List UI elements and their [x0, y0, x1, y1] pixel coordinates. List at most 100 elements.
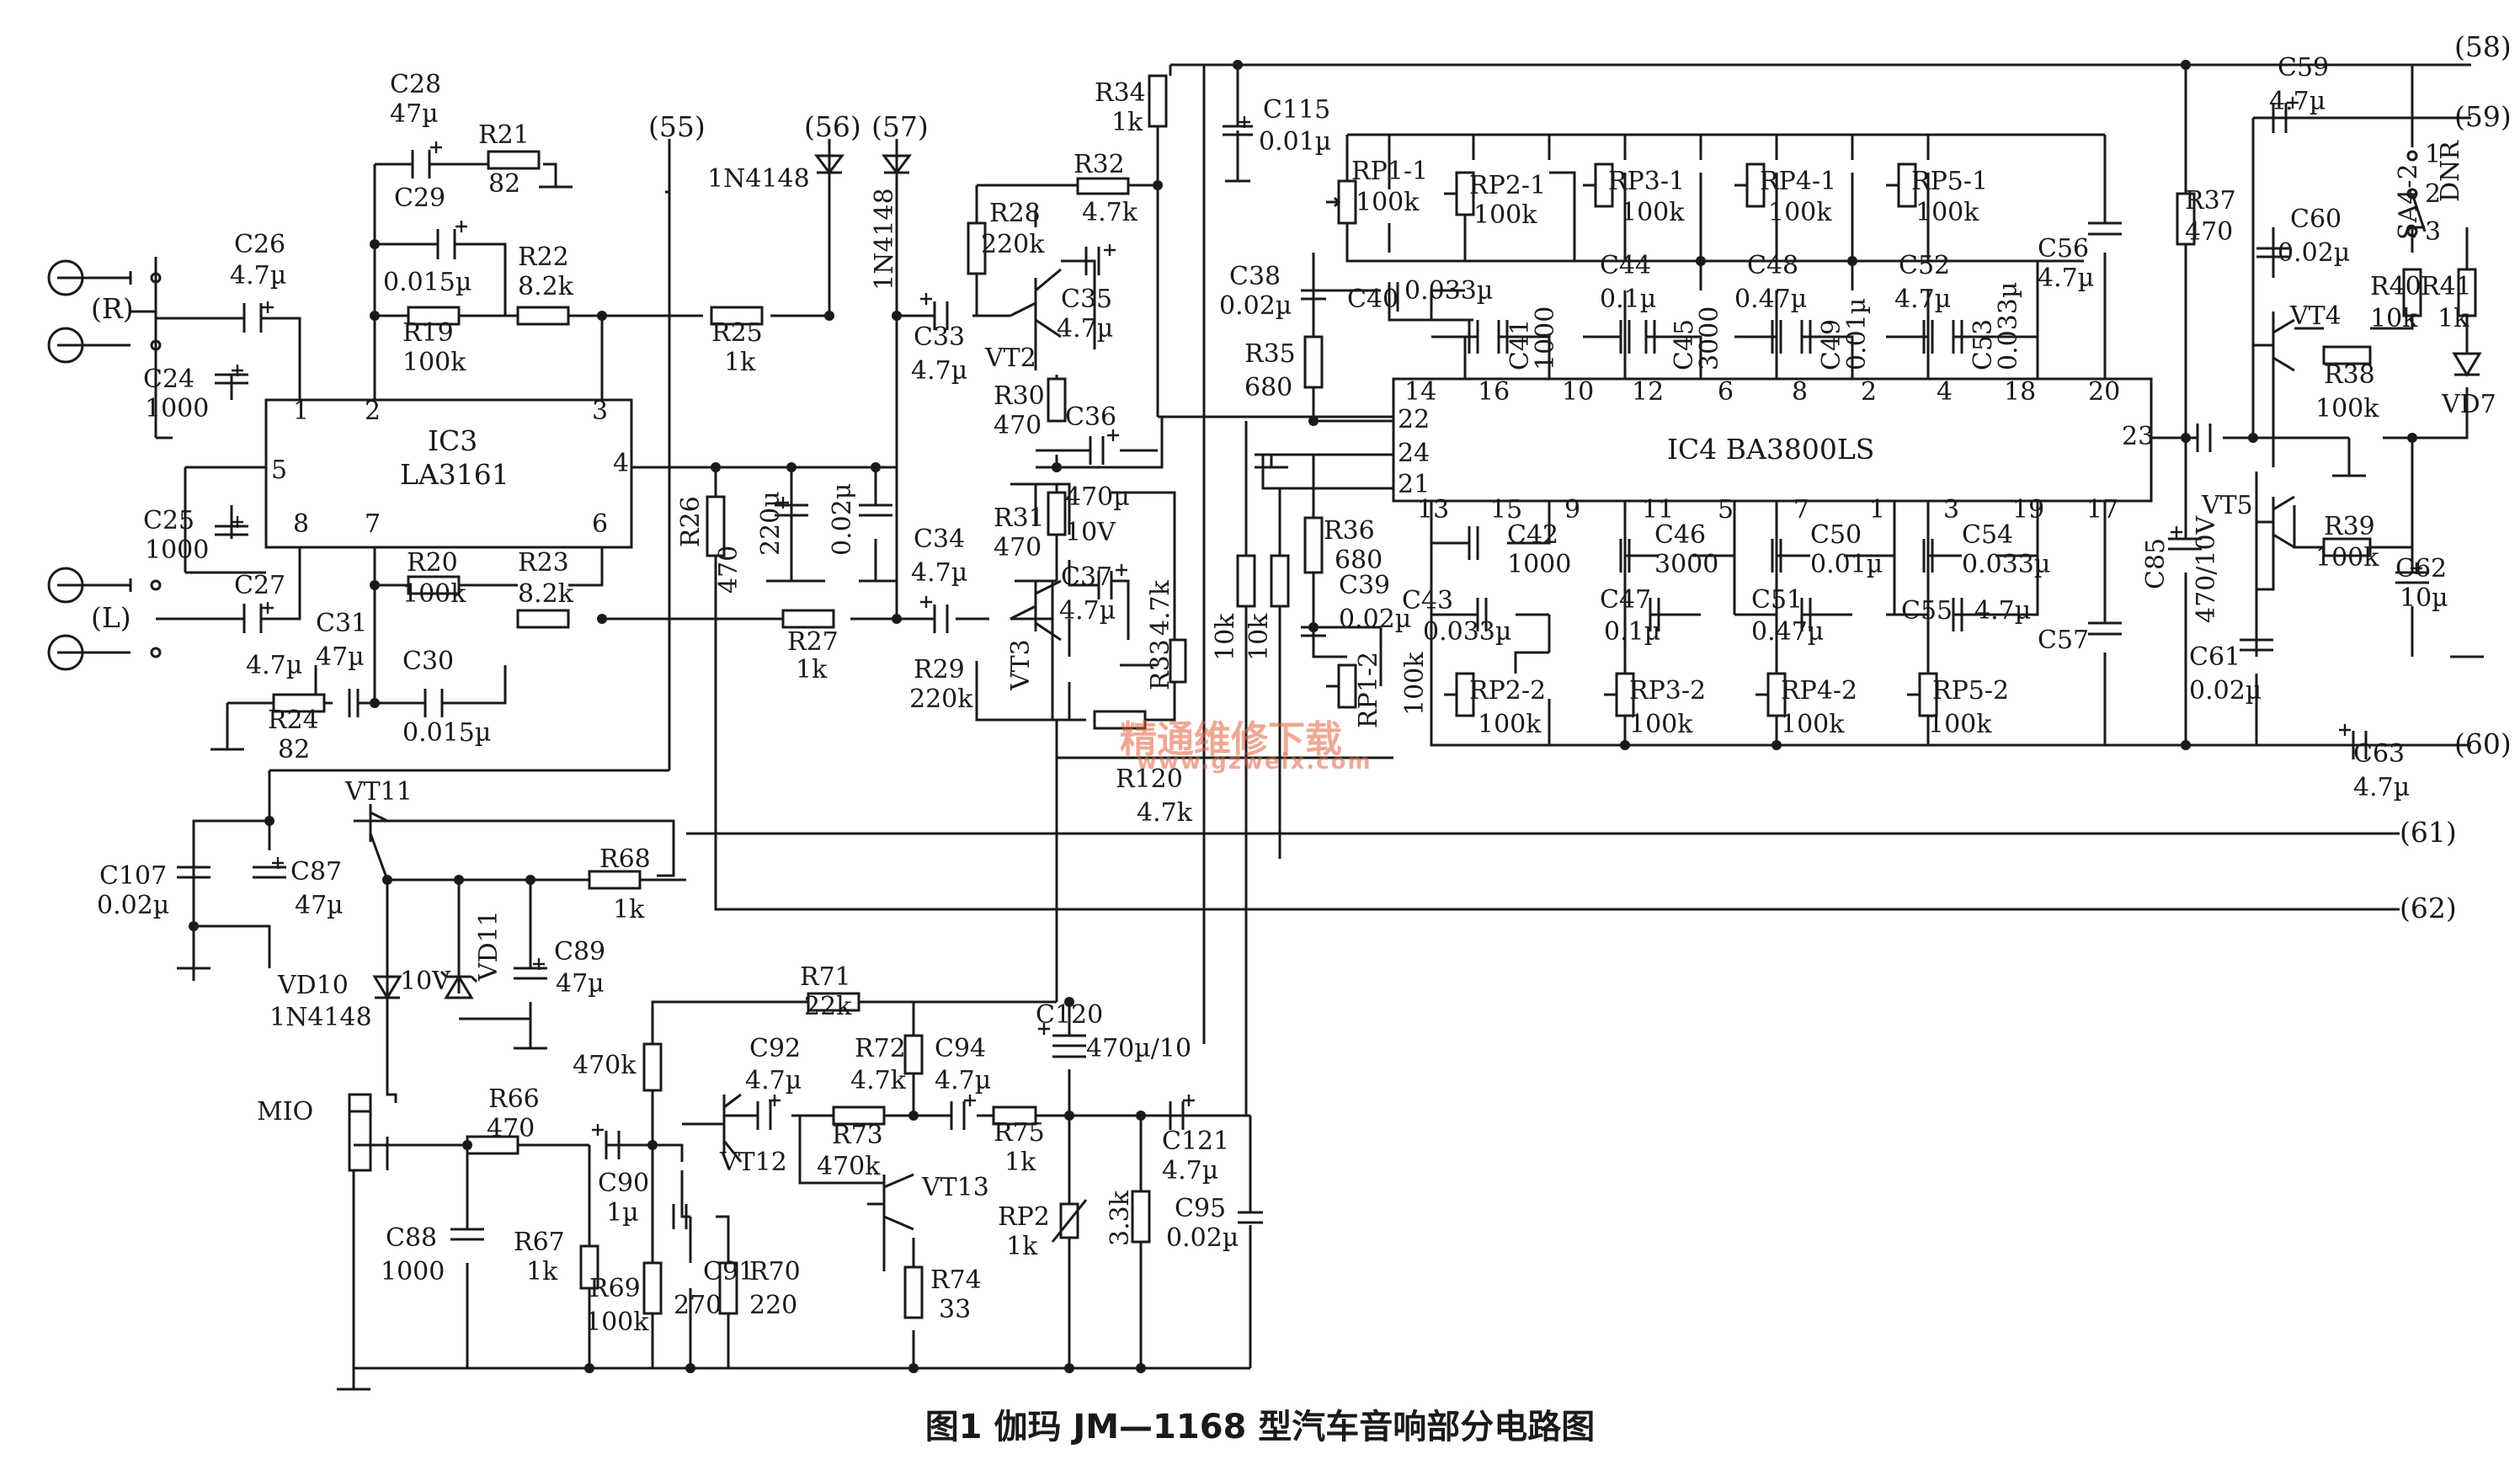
- connector-62: (62): [2400, 892, 2457, 924]
- ground-symbols: [177, 179, 2484, 1391]
- resistor-R32: [1076, 177, 1130, 195]
- input-R: (R): [91, 292, 134, 325]
- svg-text:SA4-2: SA4-2: [2394, 163, 2423, 240]
- svg-text:1N4148: 1N4148: [707, 164, 810, 194]
- svg-text:470: 470: [994, 411, 1042, 440]
- svg-text:C48: C48: [1747, 251, 1798, 280]
- svg-text:R120: R120: [1116, 764, 1183, 794]
- svg-text:R33: R33: [1146, 639, 1175, 690]
- polarity-marks: [232, 97, 2422, 1136]
- resistor-R71: [807, 992, 860, 1012]
- svg-text:RP2-1: RP2-1: [1469, 171, 1546, 200]
- svg-text:0.015µ: 0.015µ: [402, 718, 491, 748]
- svg-text:16: 16: [1478, 377, 1510, 407]
- svg-text:6: 6: [1718, 377, 1734, 407]
- svg-text:1: 1: [2425, 140, 2441, 169]
- svg-text:21: 21: [1398, 470, 1430, 499]
- svg-text:C87: C87: [290, 857, 342, 887]
- svg-text:DNR: DNR: [2436, 140, 2465, 202]
- svg-text:270: 270: [674, 1291, 722, 1320]
- resistor-R67: [579, 1244, 599, 1290]
- svg-text:15: 15: [1490, 495, 1522, 525]
- svg-text:0.033µ: 0.033µ: [1962, 550, 2050, 579]
- svg-text:220k: 220k: [981, 230, 1045, 259]
- connector-58: (58): [2454, 30, 2512, 63]
- svg-text:C115: C115: [1263, 95, 1330, 125]
- svg-text:100k: 100k: [1768, 198, 1832, 227]
- resistor-R38: [2322, 345, 2372, 365]
- svg-text:7: 7: [1793, 495, 1809, 525]
- svg-text:RP3-1: RP3-1: [1608, 167, 1685, 196]
- svg-text:4.7k: 4.7k: [850, 1066, 907, 1095]
- svg-text:R68: R68: [599, 844, 651, 874]
- svg-text:100k: 100k: [1478, 710, 1542, 739]
- svg-text:R36: R36: [1324, 516, 1375, 546]
- svg-text:4.7µ: 4.7µ: [2038, 264, 2094, 293]
- resistor-R35: [1303, 335, 1324, 389]
- svg-text:100k: 100k: [2315, 543, 2379, 573]
- resistor-R74: [903, 1265, 924, 1319]
- svg-text:C41: C41: [1505, 319, 1535, 370]
- svg-text:C44: C44: [1600, 251, 1651, 280]
- svg-text:C53: C53: [1969, 319, 1998, 370]
- input-jacks: [47, 259, 162, 671]
- ic3-part: LA3161: [400, 458, 509, 491]
- svg-text:17: 17: [2086, 495, 2118, 525]
- resistor-R36: [1303, 516, 1324, 574]
- svg-text:0.02µ: 0.02µ: [1166, 1223, 1239, 1253]
- svg-text:3000: 3000: [1695, 306, 1724, 370]
- resistor-R41: [2457, 268, 2477, 317]
- svg-text:0.01µ: 0.01µ: [1842, 298, 1872, 370]
- svg-text:0.01µ: 0.01µ: [1810, 550, 1883, 579]
- svg-text:18: 18: [2004, 377, 2036, 407]
- svg-text:R30: R30: [994, 381, 1045, 411]
- pot-RP1-1: [1337, 179, 1357, 225]
- svg-text:82: 82: [278, 735, 310, 764]
- pot-RP1-2: [1337, 663, 1357, 709]
- svg-text:C90: C90: [598, 1169, 649, 1198]
- svg-text:10k: 10k: [2370, 304, 2418, 333]
- svg-text:2: 2: [1861, 377, 1877, 407]
- svg-text:470: 470: [2185, 217, 2233, 247]
- svg-text:100k: 100k: [1621, 198, 1685, 227]
- svg-text:4.7k: 4.7k: [1146, 579, 1175, 636]
- svg-text:470k: 470k: [573, 1051, 637, 1080]
- figure-caption: 图1 伽玛 JM—1168 型汽车音响部分电路图: [924, 1408, 1596, 1446]
- svg-text:8.2k: 8.2k: [518, 272, 574, 301]
- svg-text:1k: 1k: [526, 1257, 558, 1287]
- svg-text:VT13: VT13: [921, 1173, 989, 1202]
- svg-text:12: 12: [1632, 377, 1664, 407]
- svg-text:100k: 100k: [402, 348, 466, 377]
- junctions: [189, 60, 2417, 1373]
- resistor-R69: [642, 1261, 663, 1315]
- svg-text:R41: R41: [2421, 272, 2472, 301]
- svg-text:470: 470: [994, 533, 1042, 562]
- svg-text:C52: C52: [1899, 251, 1950, 280]
- switch-SA4-2: [2406, 150, 2427, 237]
- svg-text:R67: R67: [514, 1228, 565, 1257]
- resistor-R26: [706, 495, 726, 557]
- svg-text:RP5-1: RP5-1: [1911, 167, 1988, 196]
- resistor-R72: [903, 1034, 924, 1075]
- transistors: [348, 268, 2295, 1231]
- svg-text:R37: R37: [2185, 186, 2236, 216]
- svg-text:680: 680: [1335, 546, 1383, 575]
- svg-text:1k: 1k: [2437, 304, 2469, 333]
- svg-text:100k: 100k: [1400, 652, 1430, 716]
- svg-text:C85: C85: [2141, 538, 2171, 589]
- svg-text:3.3k: 3.3k: [1105, 1190, 1135, 1246]
- svg-text:470: 470: [487, 1114, 535, 1143]
- svg-text:R35: R35: [1244, 339, 1296, 369]
- labels: (55) (56) (57) (58) (59) (60) (61) (62) …: [91, 30, 2512, 1337]
- svg-text:C39: C39: [1339, 571, 1390, 600]
- svg-text:C26: C26: [234, 230, 285, 259]
- svg-text:C57: C57: [2038, 626, 2089, 655]
- svg-text:R31: R31: [994, 503, 1045, 533]
- resistor-R20: [407, 575, 461, 595]
- svg-text:C40: C40: [1347, 285, 1399, 314]
- svg-text:VT5: VT5: [2201, 491, 2253, 520]
- svg-text:11: 11: [1642, 495, 1674, 525]
- svg-text:R66: R66: [488, 1084, 540, 1114]
- svg-text:RP1-1: RP1-1: [1351, 157, 1428, 186]
- svg-text:C29: C29: [394, 184, 445, 213]
